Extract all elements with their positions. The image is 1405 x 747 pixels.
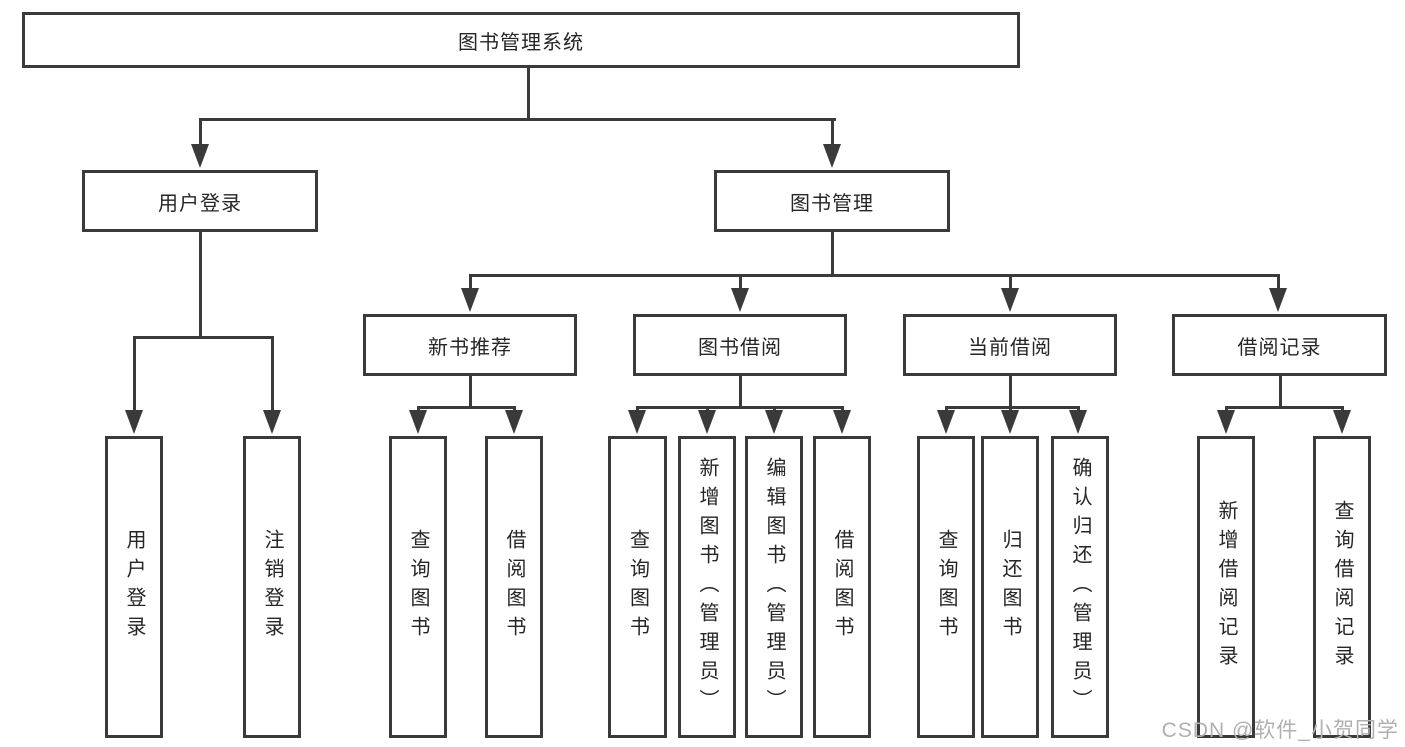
connector-borrow-crossbar (636, 406, 843, 409)
connector-to-book-mgmt-stem (831, 118, 834, 146)
node-current-borrow: 当前借阅 (903, 314, 1117, 376)
node-user-login: 用户登录 (82, 170, 318, 232)
connector-record-crossbar (1225, 406, 1343, 409)
connector-borrow-stem (739, 376, 742, 407)
arrowhead-down-icon (833, 410, 851, 434)
leaf-edit-book-admin-label: 编辑图书（管理员） (763, 456, 785, 718)
arrowhead-down-icon (628, 410, 646, 434)
connector-to-user-login-stem (199, 118, 202, 146)
leaf-return-book-label: 归还图书 (999, 529, 1021, 645)
arrowhead-down-icon (937, 410, 955, 434)
leaf-add-book-admin-label: 新增图书（管理员） (696, 456, 718, 718)
arrowhead-down-icon (1001, 410, 1019, 434)
connector-user-login-stem (199, 232, 202, 337)
arrowhead-down-icon (461, 288, 479, 312)
leaf-query-book-under-borrow: 查询图书 (608, 436, 667, 738)
leaf-logout: 注销登录 (243, 436, 301, 738)
arrowhead-down-icon (125, 410, 143, 434)
leaf-query-borrow-record-label: 查询借阅记录 (1331, 500, 1353, 674)
connector-book-mgmt-crossbar (469, 274, 1280, 277)
leaf-query-book-label: 查询图书 (626, 529, 649, 645)
leaf-query-book-label: 查询图书 (935, 529, 957, 645)
leaf-add-book-admin: 新增图书（管理员） (678, 436, 736, 738)
connector-root-crossbar (199, 118, 836, 121)
arrowhead-down-icon (1269, 288, 1287, 312)
connector-record-stem (1279, 376, 1282, 407)
connector-leaf-stem (133, 336, 136, 412)
arrowhead-down-icon (823, 144, 841, 168)
connector-leaf-stem (271, 336, 274, 412)
connector-level2-stem (469, 274, 472, 290)
connector-root-stem (527, 68, 530, 119)
arrowhead-down-icon (698, 410, 716, 434)
leaf-return-book: 归还图书 (981, 436, 1039, 738)
leaf-add-borrow-record-label: 新增借阅记录 (1215, 500, 1237, 674)
csdn-watermark: CSDN @软件_小贺同学 (1161, 719, 1399, 742)
arrowhead-down-icon (731, 288, 749, 312)
leaf-logout-label: 注销登录 (261, 529, 283, 645)
arrowhead-down-icon (1069, 410, 1087, 434)
leaf-query-book-under-recommend: 查询图书 (389, 436, 447, 738)
leaf-user-login: 用户登录 (105, 436, 163, 738)
arrowhead-down-icon (191, 144, 209, 168)
arrowhead-down-icon (505, 410, 523, 434)
node-library-management-system: 图书管理系统 (22, 12, 1020, 68)
node-book-borrow: 图书借阅 (633, 314, 847, 376)
leaf-borrow-book-label: 借阅图书 (503, 529, 525, 645)
arrowhead-down-icon (263, 410, 281, 434)
arrowhead-down-icon (1001, 288, 1019, 312)
leaf-add-borrow-record: 新增借阅记录 (1197, 436, 1255, 738)
leaf-query-book-under-current: 查询图书 (917, 436, 975, 738)
leaf-confirm-return-admin-label: 确认归还（管理员） (1069, 456, 1091, 718)
leaf-edit-book-admin: 编辑图书（管理员） (745, 436, 803, 738)
leaf-user-login-label: 用户登录 (123, 529, 145, 645)
node-new-book-recommend: 新书推荐 (363, 314, 577, 376)
connector-level2-stem (1009, 274, 1012, 290)
leaf-confirm-return-admin: 确认归还（管理员） (1051, 436, 1109, 738)
leaf-query-book-label: 查询图书 (407, 529, 429, 645)
leaf-borrow-book-label: 借阅图书 (831, 529, 853, 645)
leaf-borrow-book-under-recommend: 借阅图书 (485, 436, 543, 738)
connector-level2-stem (1277, 274, 1280, 290)
leaf-query-borrow-record: 查询借阅记录 (1313, 436, 1371, 738)
connector-current-crossbar (945, 406, 1079, 409)
connector-level2-stem (739, 274, 742, 290)
arrowhead-down-icon (1333, 410, 1351, 434)
arrowhead-down-icon (765, 410, 783, 434)
connector-user-login-crossbar (133, 336, 274, 339)
connector-book-mgmt-stem (831, 232, 834, 275)
node-borrow-record: 借阅记录 (1172, 314, 1387, 376)
node-book-management: 图书管理 (714, 170, 950, 232)
connector-recommend-stem (469, 376, 472, 407)
connector-recommend-crossbar (417, 406, 515, 409)
arrowhead-down-icon (1217, 410, 1235, 434)
connector-current-stem (1009, 376, 1012, 407)
arrowhead-down-icon (409, 410, 427, 434)
leaf-borrow-book: 借阅图书 (813, 436, 871, 738)
